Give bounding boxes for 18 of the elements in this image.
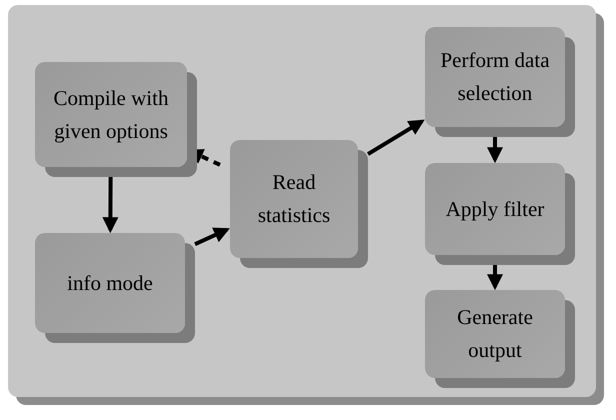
arrow bbox=[487, 137, 503, 164]
box-label: info mode bbox=[66, 270, 154, 297]
process-box bbox=[425, 27, 565, 127]
box-label: Read statistics bbox=[256, 169, 332, 229]
process-box bbox=[230, 140, 358, 258]
panel-background bbox=[8, 5, 596, 397]
arrow bbox=[366, 120, 425, 156]
process-box bbox=[425, 163, 565, 255]
box-label: Apply filter bbox=[444, 196, 546, 223]
arrow bbox=[102, 176, 118, 234]
process-box bbox=[35, 62, 187, 167]
box-label: Compile with given options bbox=[52, 84, 170, 144]
box-label: Generate output bbox=[456, 304, 534, 364]
process-box bbox=[425, 290, 565, 378]
arrow bbox=[487, 265, 503, 290]
arrow bbox=[194, 228, 230, 246]
process-box bbox=[35, 233, 185, 333]
box-label: Perform data selection bbox=[439, 47, 551, 107]
